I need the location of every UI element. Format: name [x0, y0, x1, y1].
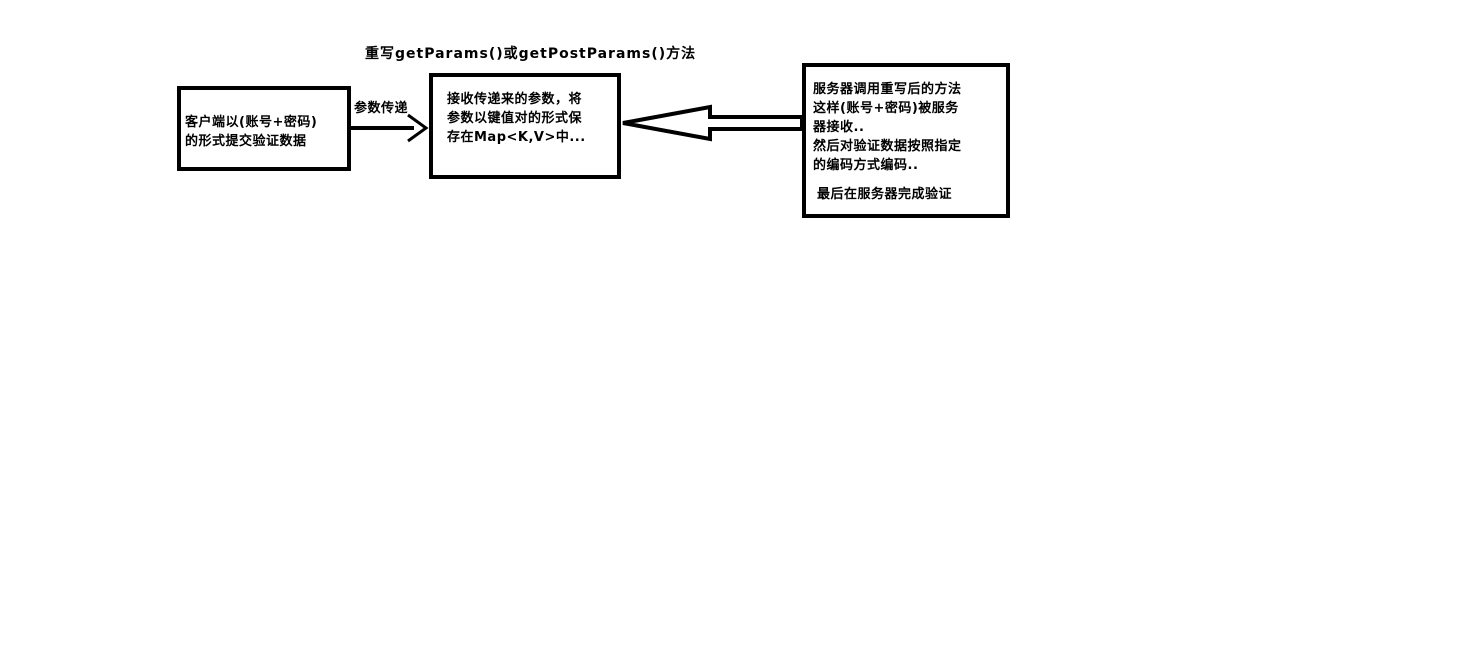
override-method-label: 重写getParams()或getPostParams()方法	[365, 46, 697, 62]
client-box	[177, 86, 351, 171]
server-box	[802, 63, 1010, 218]
client-box-text: 客户端以(账号+密码) 的形式提交验证数据	[185, 115, 318, 149]
param-pass-label: 参数传递	[354, 101, 409, 116]
receive-params-box	[429, 73, 621, 179]
server-final-text: 最后在服务器完成验证	[817, 187, 953, 202]
server-box-text: 服务器调用重写后的方法 这样(账号+密码)被服务 器接收.. 然后对验证数据按照…	[813, 82, 962, 173]
client-to-receive-arrow	[351, 113, 429, 143]
server-to-receive-arrow	[622, 104, 804, 142]
receive-params-text: 接收传递来的参数，将 参数以键值对的形式保 存在Map<K,V>中...	[447, 92, 586, 145]
